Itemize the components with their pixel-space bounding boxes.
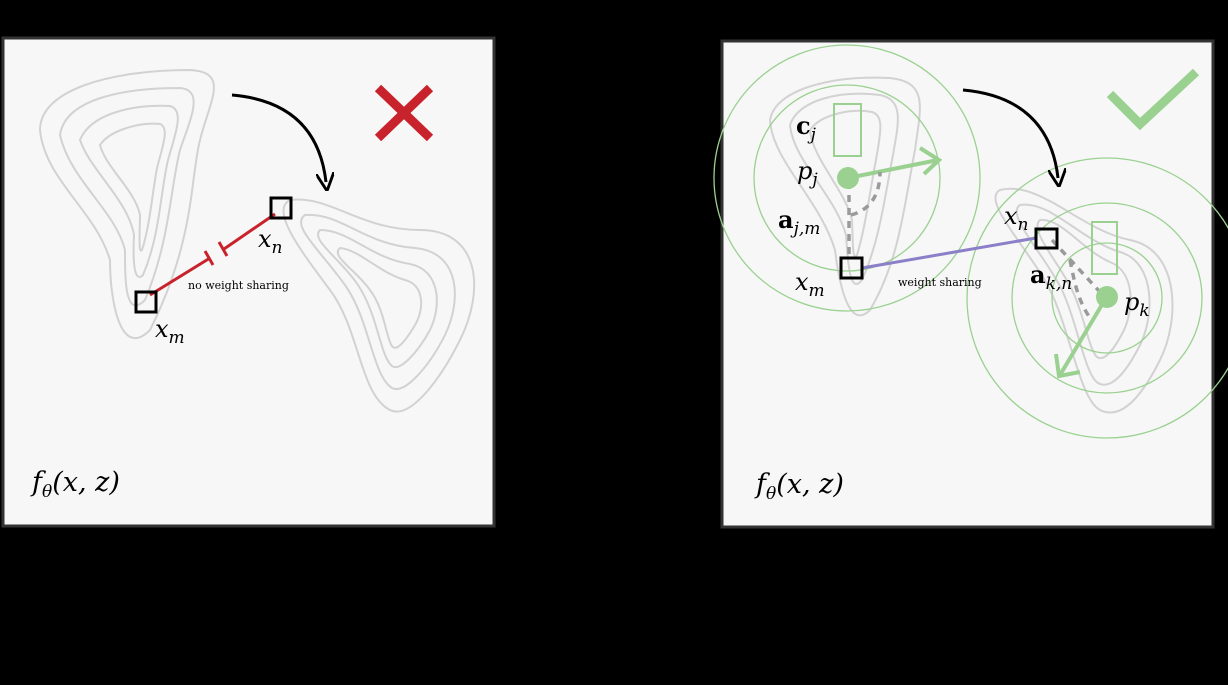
- anchor-k-receptive-field: [966, 157, 1228, 439]
- anchor-j-receptive-field: [713, 44, 981, 312]
- right-contour-source: [768, 76, 921, 317]
- code-j-vector: [833, 103, 862, 157]
- code-j-label: cj: [796, 111, 817, 145]
- left-point-m-label: xm: [155, 315, 185, 348]
- no-sharing-edge: [149, 212, 276, 297]
- right-point-m-label: xm: [795, 268, 825, 301]
- right-point-n-label: xn: [1004, 202, 1029, 235]
- anchor-k: [1096, 286, 1118, 308]
- offset-jm-label: aj,m: [778, 205, 820, 239]
- left-contour-target: [282, 198, 476, 413]
- left-function-label: fθ(x, z): [30, 467, 120, 502]
- anchor-j: [837, 167, 859, 189]
- right-transform-arrow: [962, 88, 1058, 178]
- left-transform-arrow: [231, 93, 326, 182]
- right-edge-label: weight sharing: [898, 276, 982, 289]
- left-point-m: [134, 290, 158, 314]
- anchor-k-label: pk: [1124, 288, 1150, 321]
- left-panel: xm xn no weight sharing fθ(x, z): [1, 36, 496, 528]
- anchor-k-orientation: [1054, 296, 1108, 379]
- anchor-j-label: pj: [797, 157, 818, 190]
- right-point-n: [1034, 227, 1059, 250]
- code-k-vector: [1091, 221, 1118, 275]
- anchor-j-orientation: [847, 146, 943, 180]
- left-point-n-label: xn: [258, 225, 283, 258]
- left-contour-source: [38, 68, 215, 340]
- offset-kn-label: ak,n: [1030, 260, 1072, 294]
- right-panel: cj pj aj,m xm xn ak,n pk weight sharing …: [713, 39, 1228, 529]
- left-edge-label: no weight sharing: [188, 279, 289, 292]
- cross-icon: [374, 84, 434, 142]
- left-point-n: [269, 196, 293, 220]
- sharing-edge: [861, 236, 1037, 270]
- offset-dashes: [847, 171, 1102, 319]
- check-icon: [1106, 68, 1200, 131]
- right-point-m: [839, 256, 864, 280]
- right-function-label: fθ(x, z): [754, 469, 844, 504]
